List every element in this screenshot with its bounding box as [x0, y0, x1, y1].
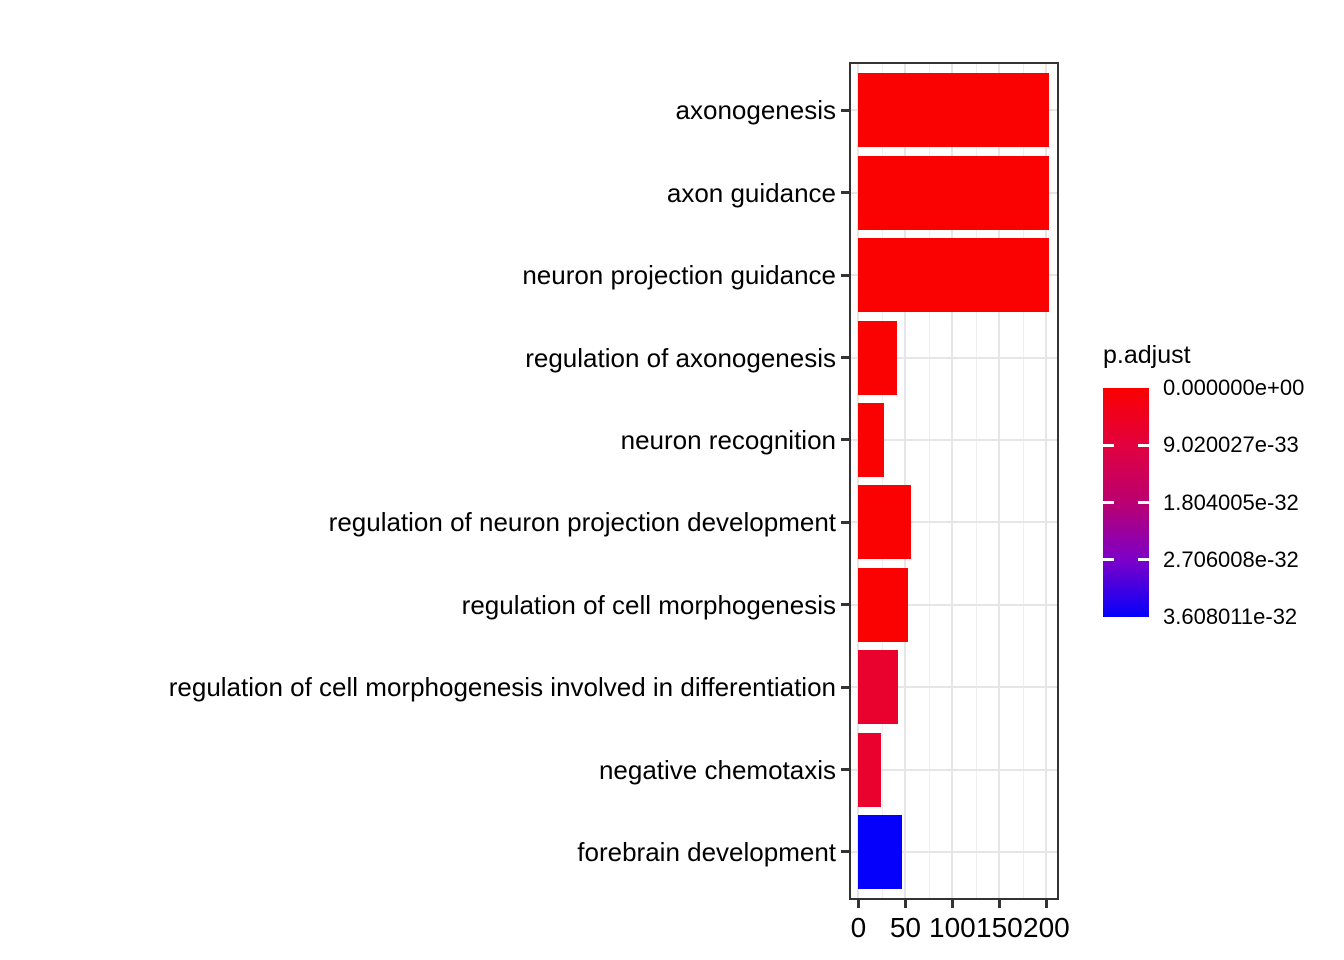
- y-tick-mark: [841, 356, 849, 359]
- x-tick-mark: [1044, 900, 1048, 908]
- category-label: axon guidance: [666, 177, 836, 208]
- y-tick-mark: [841, 438, 849, 442]
- y-tick-mark: [841, 191, 849, 195]
- y-tick-mark: [841, 768, 849, 771]
- category-label: axonogenesis: [675, 95, 836, 126]
- row-gridline: [851, 521, 1057, 524]
- colorbar-tick-mark: [1138, 501, 1149, 504]
- bar: [858, 732, 881, 807]
- category-label: regulation of cell morphogenesis involve…: [168, 672, 836, 703]
- bar: [858, 320, 897, 395]
- y-tick-mark: [841, 520, 849, 524]
- x-tick-mark: [903, 900, 907, 908]
- major-gridline: [1045, 64, 1048, 898]
- x-tick-mark: [856, 900, 860, 908]
- bar: [858, 238, 1050, 313]
- minor-gridline: [928, 64, 930, 898]
- x-tick-label: 0: [850, 912, 867, 943]
- legend-tick-label: 0.000000e+00: [1163, 375, 1305, 400]
- legend-tick-label: 9.020027e-33: [1163, 432, 1299, 458]
- legend-tick-label: 3.608011e-32: [1163, 604, 1298, 629]
- major-gridline: [904, 64, 907, 898]
- category-label: regulation of neuron projection developm…: [328, 507, 836, 538]
- major-gridline: [998, 64, 1001, 898]
- legend-tick-label: 1.804005e-32: [1163, 489, 1299, 515]
- plot-panel: [849, 62, 1059, 900]
- bar: [858, 650, 898, 725]
- major-gridline: [951, 64, 954, 898]
- colorbar-tick-mark: [1138, 443, 1149, 447]
- category-label: forebrain development: [577, 836, 836, 867]
- colorbar-tick-mark: [1103, 501, 1114, 504]
- category-label: neuron projection guidance: [522, 260, 836, 291]
- y-tick-mark: [841, 685, 849, 689]
- x-tick-label: 200: [1023, 912, 1070, 943]
- y-tick-mark: [841, 108, 849, 112]
- row-gridline: [851, 850, 1057, 853]
- category-label: neuron recognition: [620, 424, 836, 455]
- major-gridline: [857, 64, 860, 898]
- bar: [858, 814, 902, 889]
- legend-title: p.adjust: [1103, 341, 1191, 369]
- row-gridline: [851, 356, 1057, 359]
- row-gridline: [851, 768, 1057, 771]
- colorbar-tick-mark: [1138, 558, 1149, 562]
- x-tick-mark: [997, 900, 1001, 908]
- x-tick-label: 50: [889, 912, 921, 943]
- y-tick-mark: [841, 850, 849, 854]
- bar: [858, 155, 1050, 230]
- legend-tick-label: 2.706008e-32: [1163, 546, 1299, 572]
- x-tick-label: 150: [976, 912, 1023, 943]
- row-gridline: [851, 438, 1057, 441]
- minor-gridline: [881, 64, 883, 898]
- x-tick-label: 100: [929, 912, 976, 943]
- minor-gridline: [975, 64, 977, 898]
- bar: [858, 73, 1050, 148]
- x-tick-mark: [950, 900, 954, 908]
- bar: [858, 485, 912, 560]
- bar: [858, 567, 909, 642]
- colorbar-tick-mark: [1103, 558, 1114, 562]
- category-label: regulation of axonogenesis: [525, 342, 836, 373]
- row-gridline: [851, 686, 1057, 689]
- bar: [858, 402, 884, 477]
- minor-gridline: [1022, 64, 1024, 898]
- row-gridline: [851, 603, 1057, 606]
- colorbar-tick-mark: [1103, 443, 1114, 447]
- y-tick-mark: [841, 603, 849, 607]
- category-label: regulation of cell morphogenesis: [461, 589, 836, 620]
- y-tick-mark: [841, 273, 849, 277]
- category-label: negative chemotaxis: [598, 754, 836, 785]
